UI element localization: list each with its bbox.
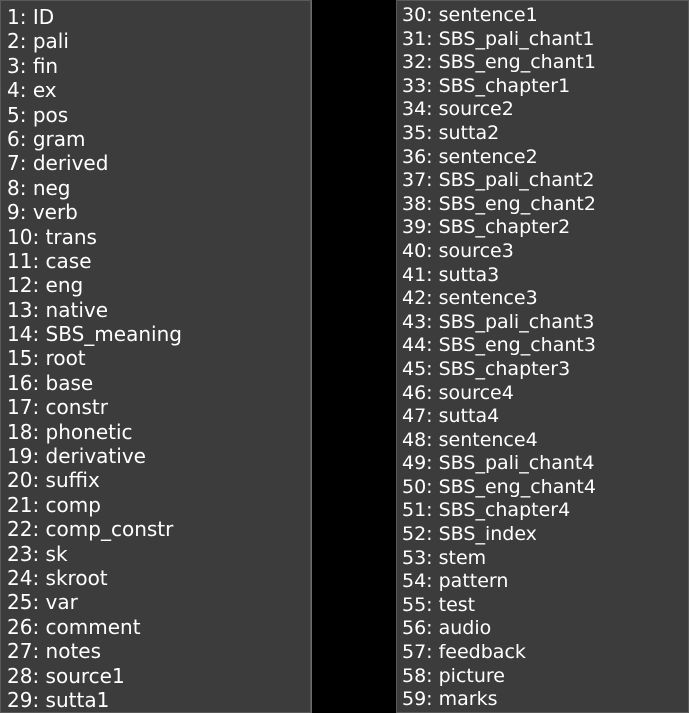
- list-item[interactable]: 57: feedback: [402, 641, 526, 664]
- list-item[interactable]: 27: notes: [7, 639, 102, 664]
- list-item[interactable]: 8: neg: [7, 175, 71, 200]
- list-item[interactable]: 59: marks: [402, 688, 498, 711]
- list-item[interactable]: 32: SBS_eng_chant1: [402, 51, 596, 74]
- list-item[interactable]: 22: comp_constr: [7, 517, 174, 542]
- list-item[interactable]: 25: var: [7, 590, 78, 615]
- list-item[interactable]: 42: sentence3: [402, 287, 538, 310]
- list-item[interactable]: 51: SBS_chapter4: [402, 499, 571, 522]
- list-item[interactable]: 36: sentence2: [402, 145, 538, 168]
- list-item[interactable]: 20: suffix: [7, 468, 100, 493]
- list-item[interactable]: 37: SBS_pali_chant2: [402, 169, 595, 192]
- list-item[interactable]: 26: comment: [7, 614, 141, 639]
- list-item[interactable]: 55: test: [402, 593, 476, 616]
- list-item[interactable]: 34: source2: [402, 98, 514, 121]
- list-item[interactable]: 11: case: [7, 248, 92, 273]
- list-item[interactable]: 58: picture: [402, 664, 505, 687]
- list-item[interactable]: 49: SBS_pali_chant4: [402, 452, 595, 475]
- list-item[interactable]: 16: base: [7, 370, 94, 395]
- list-item[interactable]: 24: skroot: [7, 565, 108, 590]
- list-item[interactable]: 54: pattern: [402, 570, 509, 593]
- list-item[interactable]: 50: SBS_eng_chant4: [402, 475, 596, 498]
- list-item[interactable]: 28: source1: [7, 663, 125, 688]
- list-item[interactable]: 9: verb: [7, 200, 78, 225]
- list-item[interactable]: 12: eng: [7, 273, 84, 298]
- list-item[interactable]: 45: SBS_chapter3: [402, 357, 571, 380]
- list-item[interactable]: 53: stem: [402, 546, 487, 569]
- list-item[interactable]: 3: fin: [7, 53, 59, 78]
- list-item[interactable]: 40: source3: [402, 239, 514, 262]
- list-item[interactable]: 38: SBS_eng_chant2: [402, 192, 596, 215]
- list-item[interactable]: 44: SBS_eng_chant3: [402, 334, 596, 357]
- list-item[interactable]: 31: SBS_pali_chant1: [402, 27, 595, 50]
- list-item[interactable]: 56: audio: [402, 617, 492, 640]
- list-item[interactable]: 23: sk: [7, 541, 68, 566]
- list-item[interactable]: 5: pos: [7, 102, 69, 127]
- list-item[interactable]: 19: derivative: [7, 444, 146, 469]
- list-item[interactable]: 4: ex: [7, 78, 57, 103]
- list-item[interactable]: 6: gram: [7, 126, 86, 151]
- list-item[interactable]: 46: source4: [402, 381, 514, 404]
- list-item[interactable]: 52: SBS_index: [402, 523, 537, 546]
- list-item[interactable]: 7: derived: [7, 151, 109, 176]
- list-item[interactable]: 2: pali: [7, 29, 69, 54]
- list-item[interactable]: 47: sutta4: [402, 405, 500, 428]
- panel-divider: [311, 0, 312, 713]
- list-item[interactable]: 41: sutta3: [402, 263, 500, 286]
- list-item[interactable]: 10: trans: [7, 224, 97, 249]
- list-item[interactable]: 29: sutta1: [7, 687, 110, 712]
- list-item[interactable]: 35: sutta2: [402, 121, 500, 144]
- list-item[interactable]: 14: SBS_meaning: [7, 322, 182, 347]
- list-item[interactable]: 13: native: [7, 297, 109, 322]
- list-item[interactable]: 17: constr: [7, 395, 108, 420]
- list-item[interactable]: 1: ID: [7, 5, 55, 29]
- list-item[interactable]: 39: SBS_chapter2: [402, 216, 571, 239]
- list-item[interactable]: 30: sentence1: [402, 4, 538, 26]
- list-item[interactable]: 33: SBS_chapter1: [402, 74, 571, 97]
- list-item[interactable]: 21: comp: [7, 492, 101, 517]
- list-item[interactable]: 48: sentence4: [402, 428, 538, 451]
- list-item[interactable]: 18: phonetic: [7, 419, 133, 444]
- list-item[interactable]: 15: root: [7, 346, 86, 371]
- list-item[interactable]: 43: SBS_pali_chant3: [402, 310, 595, 333]
